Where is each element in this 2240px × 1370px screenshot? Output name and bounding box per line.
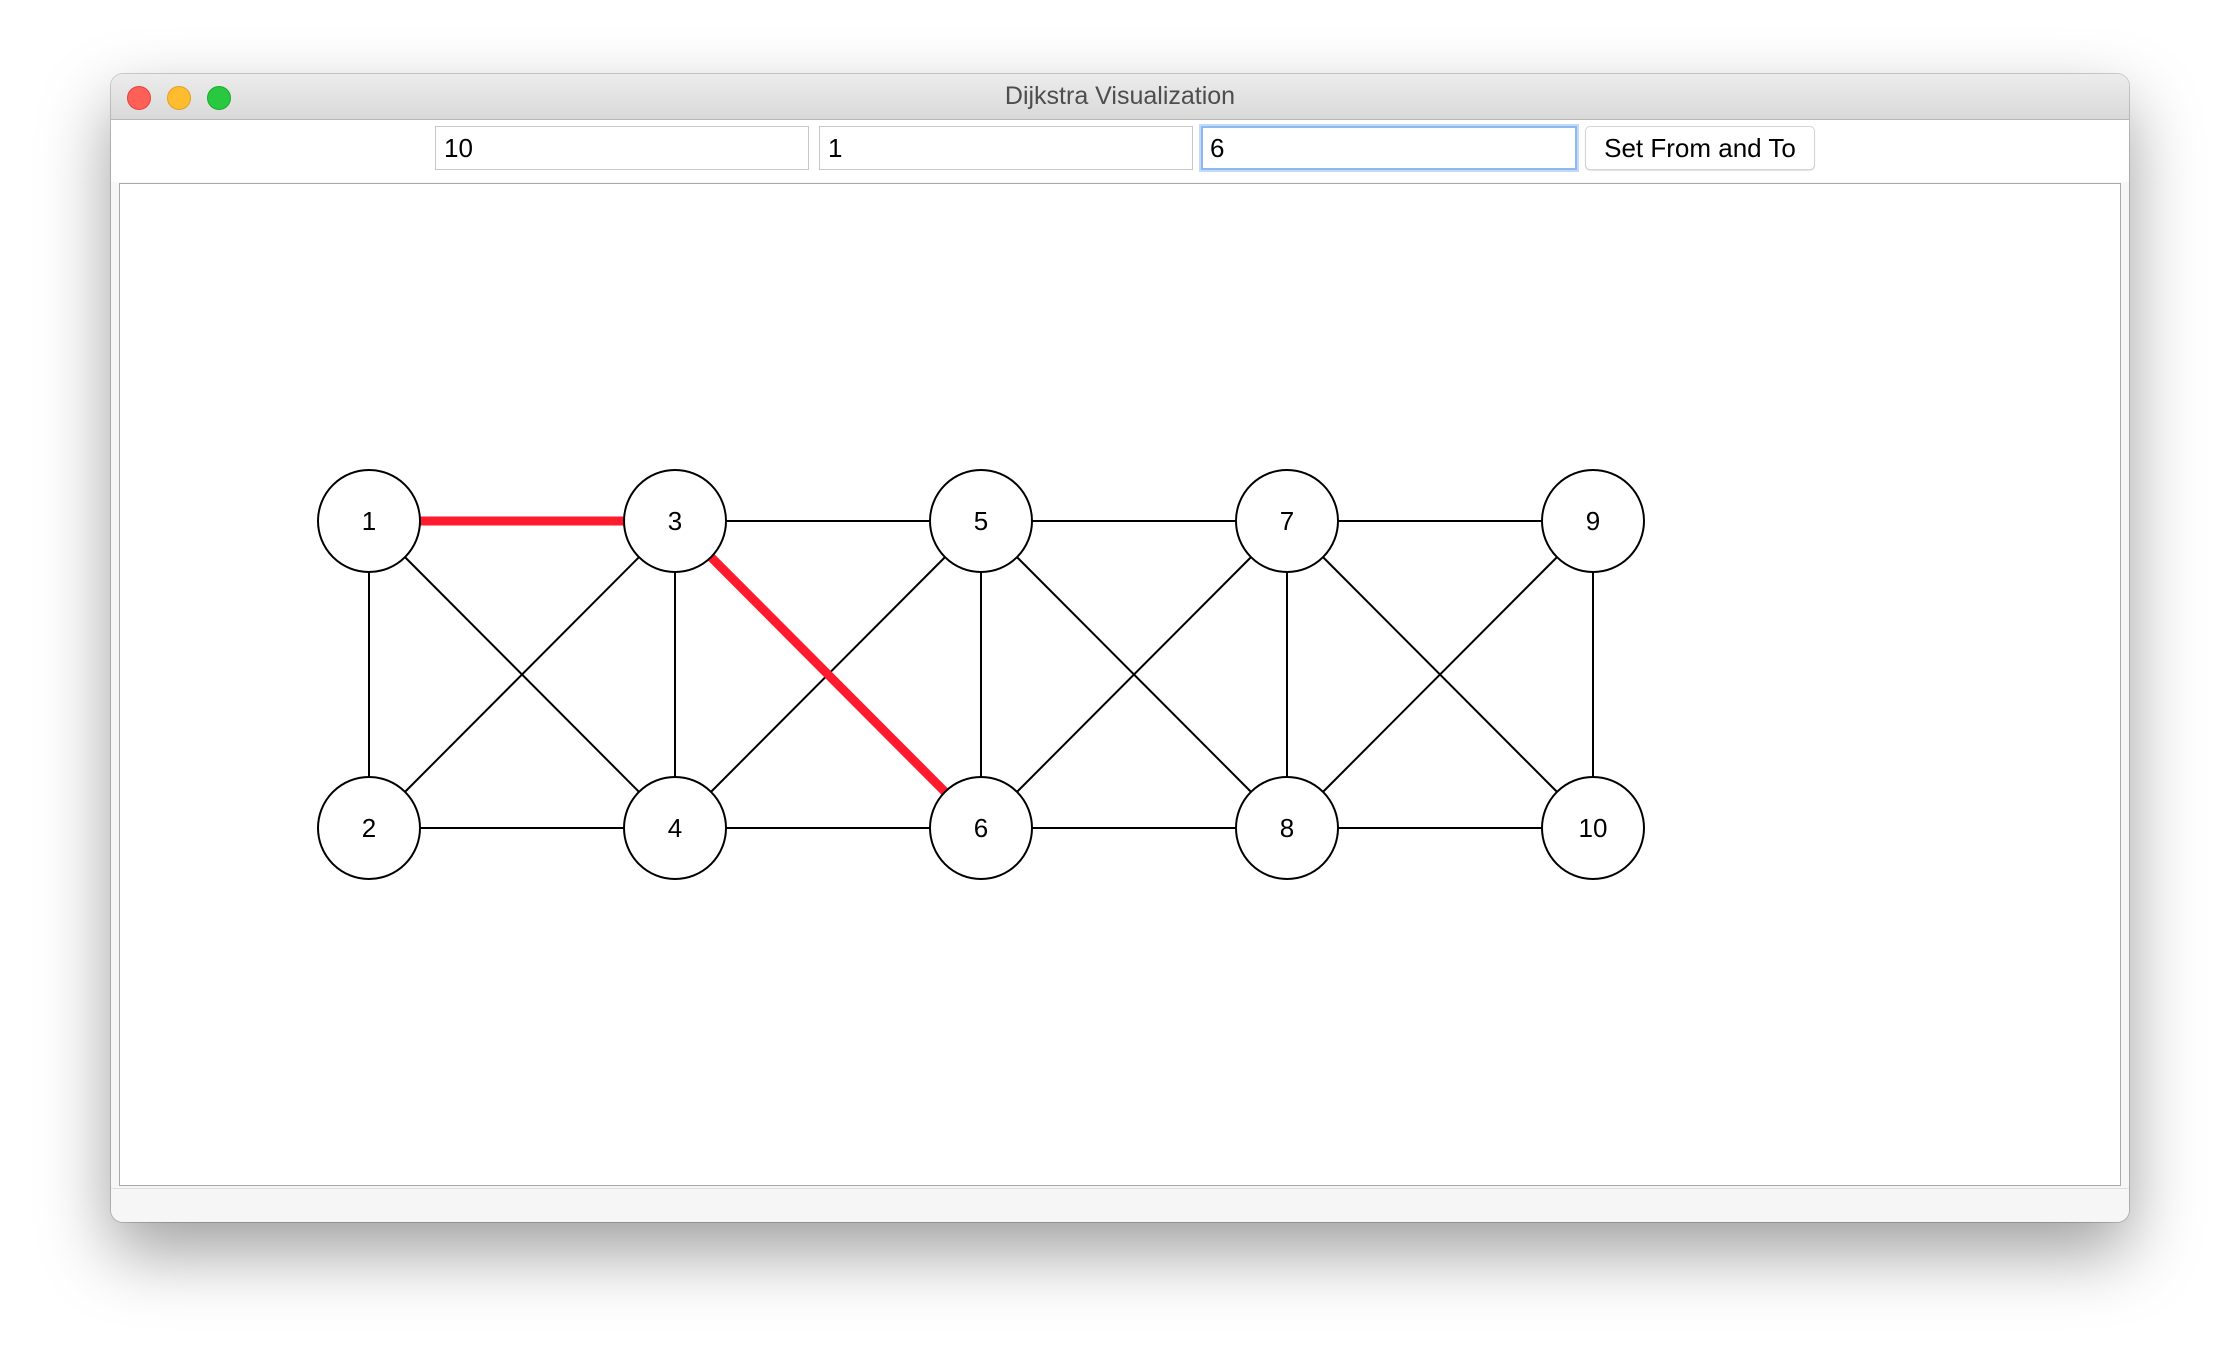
node-circle[interactable]	[1541, 776, 1645, 880]
set-from-and-to-button[interactable]: Set From and To	[1585, 126, 1815, 170]
app-window: Dijkstra Visualization Set From and To 1…	[111, 74, 2129, 1222]
graph-node-1[interactable]: 1	[317, 469, 421, 573]
path-edge-3-6	[707, 553, 949, 796]
node-circle[interactable]	[1235, 776, 1339, 880]
from-node-input[interactable]	[819, 126, 1193, 170]
node-circle[interactable]	[623, 469, 727, 573]
graph-node-7[interactable]: 7	[1235, 469, 1339, 573]
graph-node-5[interactable]: 5	[929, 469, 1033, 573]
nodes-layer: 1 2 3 4 5 6 7 8 9 10	[317, 469, 1645, 880]
node-circle[interactable]	[1235, 469, 1339, 573]
shortest-path-layer	[420, 516, 949, 796]
minimize-window-button[interactable]	[167, 86, 191, 110]
graph-node-8[interactable]: 8	[1235, 776, 1339, 880]
node-circle[interactable]	[929, 469, 1033, 573]
node-label: 2	[362, 813, 376, 843]
node-label: 8	[1280, 813, 1294, 843]
graph-node-10[interactable]: 10	[1541, 776, 1645, 880]
toolbar: Set From and To	[111, 120, 2129, 182]
node-circle[interactable]	[317, 776, 421, 880]
close-window-button[interactable]	[127, 86, 151, 110]
title-bar[interactable]: Dijkstra Visualization	[111, 74, 2129, 120]
graph-drawing: 1 2 3 4 5 6 7 8 9 10	[317, 469, 1645, 880]
node-label: 3	[668, 506, 682, 536]
node-count-input[interactable]	[435, 126, 809, 170]
node-label: 5	[974, 506, 988, 536]
node-circle[interactable]	[317, 469, 421, 573]
status-bar	[111, 1188, 2129, 1222]
graph-node-3[interactable]: 3	[623, 469, 727, 573]
node-label: 7	[1280, 506, 1294, 536]
node-label: 9	[1586, 506, 1600, 536]
node-label: 1	[362, 506, 376, 536]
node-circle[interactable]	[929, 776, 1033, 880]
window-title: Dijkstra Visualization	[1004, 82, 1236, 110]
edge-8-9	[1322, 556, 1558, 793]
edges-layer	[368, 520, 1594, 829]
graph-node-4[interactable]: 4	[623, 776, 727, 880]
node-label: 6	[974, 813, 988, 843]
edge-2-3	[404, 556, 640, 793]
graph-canvas[interactable]: 1 2 3 4 5 6 7 8 9 10	[119, 183, 2121, 1186]
node-circle[interactable]	[1541, 469, 1645, 573]
to-node-input[interactable]	[1201, 126, 1577, 170]
node-label: 4	[668, 813, 682, 843]
graph-node-2[interactable]: 2	[317, 776, 421, 880]
zoom-window-button[interactable]	[207, 86, 231, 110]
edge-6-7	[1016, 556, 1252, 793]
graph-node-9[interactable]: 9	[1541, 469, 1645, 573]
node-label: 10	[1579, 813, 1608, 843]
graph-node-6[interactable]: 6	[929, 776, 1033, 880]
node-circle[interactable]	[623, 776, 727, 880]
